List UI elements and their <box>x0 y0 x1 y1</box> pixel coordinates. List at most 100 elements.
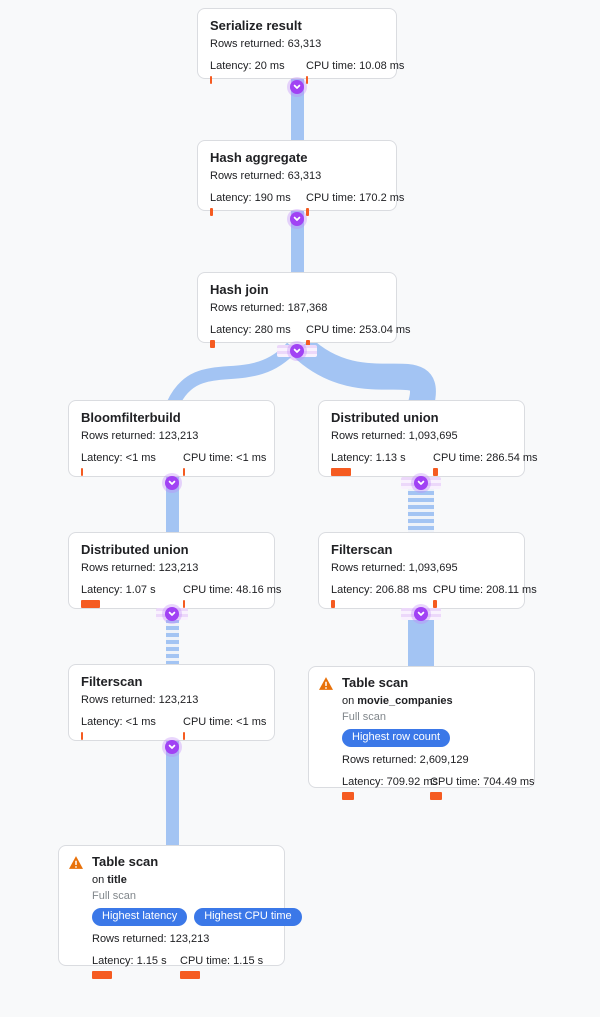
edge-filterscan-to-table-scan-right <box>408 612 434 666</box>
latency-label: Latency: 709.92 ms <box>342 776 439 788</box>
latency-bar <box>210 208 213 216</box>
latency-label: Latency: 1.13 s <box>331 452 406 464</box>
rows-returned: Rows returned: 1,093,695 <box>331 562 458 574</box>
rows-returned: Rows returned: 123,213 <box>81 694 199 706</box>
node-title: Table scan <box>342 675 409 690</box>
edge-serialize-to-hash-aggregate <box>291 79 304 140</box>
plan-node-filterscan-left[interactable]: Filterscan Rows returned: 123,213 Latenc… <box>68 664 275 741</box>
rows-returned: Rows returned: 123,213 <box>81 562 199 574</box>
plan-node-bloomfilterbuild[interactable]: Bloomfilterbuild Rows returned: 123,213 … <box>68 400 275 477</box>
collapse-toggle-filterscan-left[interactable] <box>165 740 179 754</box>
chevron-down-icon <box>293 348 301 353</box>
cpu-time-label: CPU time: 208.11 ms <box>433 584 537 596</box>
rows-returned: Rows returned: 123,213 <box>92 933 210 945</box>
latency-bar <box>81 468 83 476</box>
plan-node-serialize-result[interactable]: Serialize result Rows returned: 63,313 L… <box>197 8 404 84</box>
edge-distributed-union-to-filterscan-left-remote <box>166 612 179 664</box>
collapse-toggle-serialize-result[interactable] <box>290 80 304 94</box>
edge-hashjoin-to-bloomfilterbuild <box>167 342 297 408</box>
chevron-down-icon <box>168 480 176 485</box>
node-title: Serialize result <box>210 18 302 33</box>
collapse-toggle-hash-aggregate[interactable] <box>290 212 304 226</box>
latency-bar <box>331 468 351 476</box>
latency-label: Latency: 280 ms <box>210 324 291 336</box>
cpu-time-bar <box>430 792 442 800</box>
latency-label: Latency: <1 ms <box>81 452 156 464</box>
plan-node-hash-aggregate[interactable]: Hash aggregate Rows returned: 63,313 Lat… <box>197 140 404 216</box>
table-name: title <box>107 874 127 886</box>
edge-hashjoin-to-distributed-union <box>293 337 436 408</box>
status-badge-highest-latency: Highest latency <box>92 908 188 926</box>
collapse-toggle-hash-join[interactable] <box>290 344 304 358</box>
node-title: Hash aggregate <box>210 150 308 165</box>
plan-node-hash-join[interactable]: Hash join Rows returned: 187,368 Latency… <box>197 272 411 348</box>
rows-returned: Rows returned: 1,093,695 <box>331 430 458 442</box>
node-title: Filterscan <box>81 674 143 689</box>
cpu-time-bar <box>306 208 309 216</box>
cpu-time-bar <box>183 600 185 608</box>
latency-bar <box>81 600 100 608</box>
edge-filterscan-to-table-scan-left <box>166 741 179 845</box>
latency-bar <box>342 792 354 800</box>
rows-returned: Rows returned: 63,313 <box>210 38 322 50</box>
rows-returned: Rows returned: 2,609,129 <box>342 754 469 766</box>
collapse-toggle-bloomfilterbuild[interactable] <box>165 476 179 490</box>
collapse-toggle-distributed-union-right[interactable] <box>414 476 428 490</box>
latency-label: Latency: 206.88 ms <box>331 584 428 596</box>
plan-node-distributed-union-right[interactable]: Distributed union Rows returned: 1,093,6… <box>318 400 538 477</box>
latency-label: Latency: <1 ms <box>81 716 156 728</box>
collapse-toggle-distributed-union-left[interactable] <box>165 607 179 621</box>
cpu-time-label: CPU time: <1 ms <box>183 452 267 464</box>
node-title: Table scan <box>92 854 159 869</box>
warning-icon <box>69 856 83 869</box>
plan-node-filterscan-right[interactable]: Filterscan Rows returned: 1,093,695 Late… <box>318 532 537 609</box>
cpu-time-bar <box>306 340 310 348</box>
latency-label: Latency: 1.07 s <box>81 584 156 596</box>
cpu-time-label: CPU time: 286.54 ms <box>433 452 538 464</box>
cpu-time-label: CPU time: 1.15 s <box>180 955 264 967</box>
edge-hash-aggregate-to-hash-join <box>291 211 304 272</box>
node-title: Filterscan <box>331 542 393 557</box>
cpu-time-label: CPU time: 48.16 ms <box>183 584 282 596</box>
cpu-time-bar <box>433 468 438 476</box>
chevron-down-icon <box>293 216 301 221</box>
chevron-down-icon <box>293 84 301 89</box>
latency-label: Latency: 1.15 s <box>92 955 167 967</box>
node-title: Hash join <box>210 282 269 297</box>
scan-type: Full scan <box>92 890 137 902</box>
rows-returned: Rows returned: 123,213 <box>81 430 199 442</box>
latency-label: Latency: 20 ms <box>210 60 285 72</box>
node-title: Distributed union <box>81 542 189 557</box>
scan-type: Full scan <box>342 711 387 723</box>
latency-bar <box>331 600 335 608</box>
cpu-time-label: CPU time: 253.04 ms <box>306 324 411 336</box>
plan-node-distributed-union-left[interactable]: Distributed union Rows returned: 123,213… <box>68 532 281 609</box>
chevron-down-icon <box>417 611 425 616</box>
status-badge-highest-cpu-time: Highest CPU time <box>194 908 302 926</box>
latency-bar <box>210 76 212 84</box>
latency-bar <box>210 340 215 348</box>
cpu-time-bar <box>183 468 185 476</box>
cpu-time-bar <box>306 76 308 84</box>
cpu-time-bar <box>433 600 437 608</box>
collapse-toggle-filterscan-right[interactable] <box>414 607 428 621</box>
table-name: movie_companies <box>357 695 453 707</box>
chevron-down-icon <box>168 611 176 616</box>
cpu-time-label: CPU time: <1 ms <box>183 716 267 728</box>
cpu-time-label: CPU time: 10.08 ms <box>306 60 405 72</box>
rows-returned: Rows returned: 63,313 <box>210 170 322 182</box>
node-title: Bloomfilterbuild <box>81 410 181 425</box>
warning-icon <box>319 677 333 690</box>
chevron-down-icon <box>417 480 425 485</box>
latency-bar <box>92 971 112 979</box>
cpu-time-label: CPU time: 704.49 ms <box>430 776 535 788</box>
rows-returned: Rows returned: 187,368 <box>210 302 328 314</box>
status-badge-highest-row-count: Highest row count <box>342 729 451 747</box>
node-title: Distributed union <box>331 410 439 425</box>
edge-bloomfilterbuild-to-distributed-union <box>166 477 179 532</box>
